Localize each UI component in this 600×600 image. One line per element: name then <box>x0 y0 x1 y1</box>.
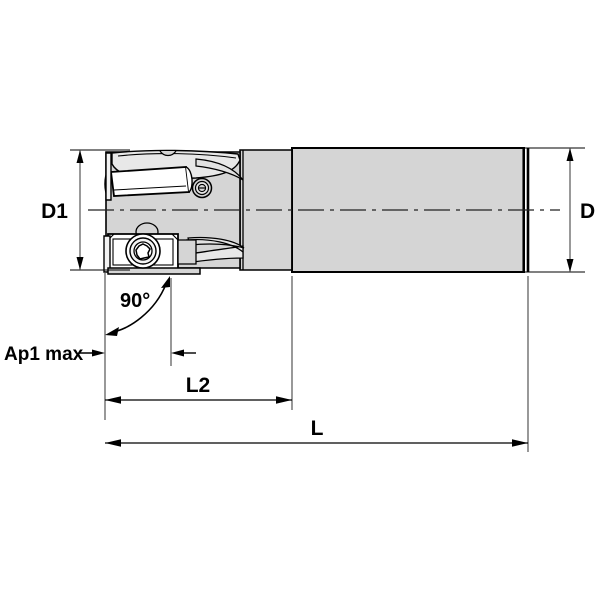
ap1max-arrow-left <box>92 349 105 357</box>
upper-insert <box>109 166 191 197</box>
torx-drive-icon <box>135 243 151 260</box>
head-bottom-land <box>107 267 201 275</box>
d-arrow-top <box>566 148 574 161</box>
l-arrow-right <box>512 439 528 447</box>
upper-cutting-edge <box>105 152 112 201</box>
dimension-ap1max: Ap1 max <box>4 344 196 365</box>
upper-insert-corner <box>185 166 193 193</box>
l-arrow-left <box>105 439 121 447</box>
screw-plug-group <box>191 177 213 199</box>
d1-label: D1 <box>41 200 68 223</box>
d1-arrow-bottom <box>76 257 84 270</box>
l2-arrow-right <box>276 396 292 404</box>
lower-insert-shoulder <box>177 239 197 265</box>
upper-insert-edge-line <box>113 185 187 191</box>
ap1max-arrow-right <box>171 349 184 357</box>
angle-arrow-end <box>161 276 170 288</box>
dimension-d1: D1 <box>41 149 130 271</box>
dimension-l: L <box>105 276 529 452</box>
dimension-angle: 90° <box>104 272 172 420</box>
dimension-d: D <box>520 147 595 273</box>
d1-arrow-top <box>76 150 84 163</box>
ap1max-label: Ap1 max <box>4 344 84 365</box>
lower-cutting-edge <box>103 235 111 273</box>
dimension-l2: L2 <box>105 276 293 410</box>
angle-label: 90° <box>120 290 150 312</box>
upper-flute-notch <box>159 150 177 157</box>
insert-screw-group <box>125 233 161 269</box>
tool-body-group <box>88 147 560 275</box>
l2-label: L2 <box>186 374 211 397</box>
d-arrow-bottom <box>566 259 574 272</box>
angle-arrow-start <box>105 327 119 336</box>
upper-rake-face <box>195 158 244 181</box>
l-label: L <box>311 417 324 440</box>
upper-flute-inner-curve <box>117 153 237 159</box>
l2-arrow-left <box>105 396 121 404</box>
d-label: D <box>580 200 595 223</box>
